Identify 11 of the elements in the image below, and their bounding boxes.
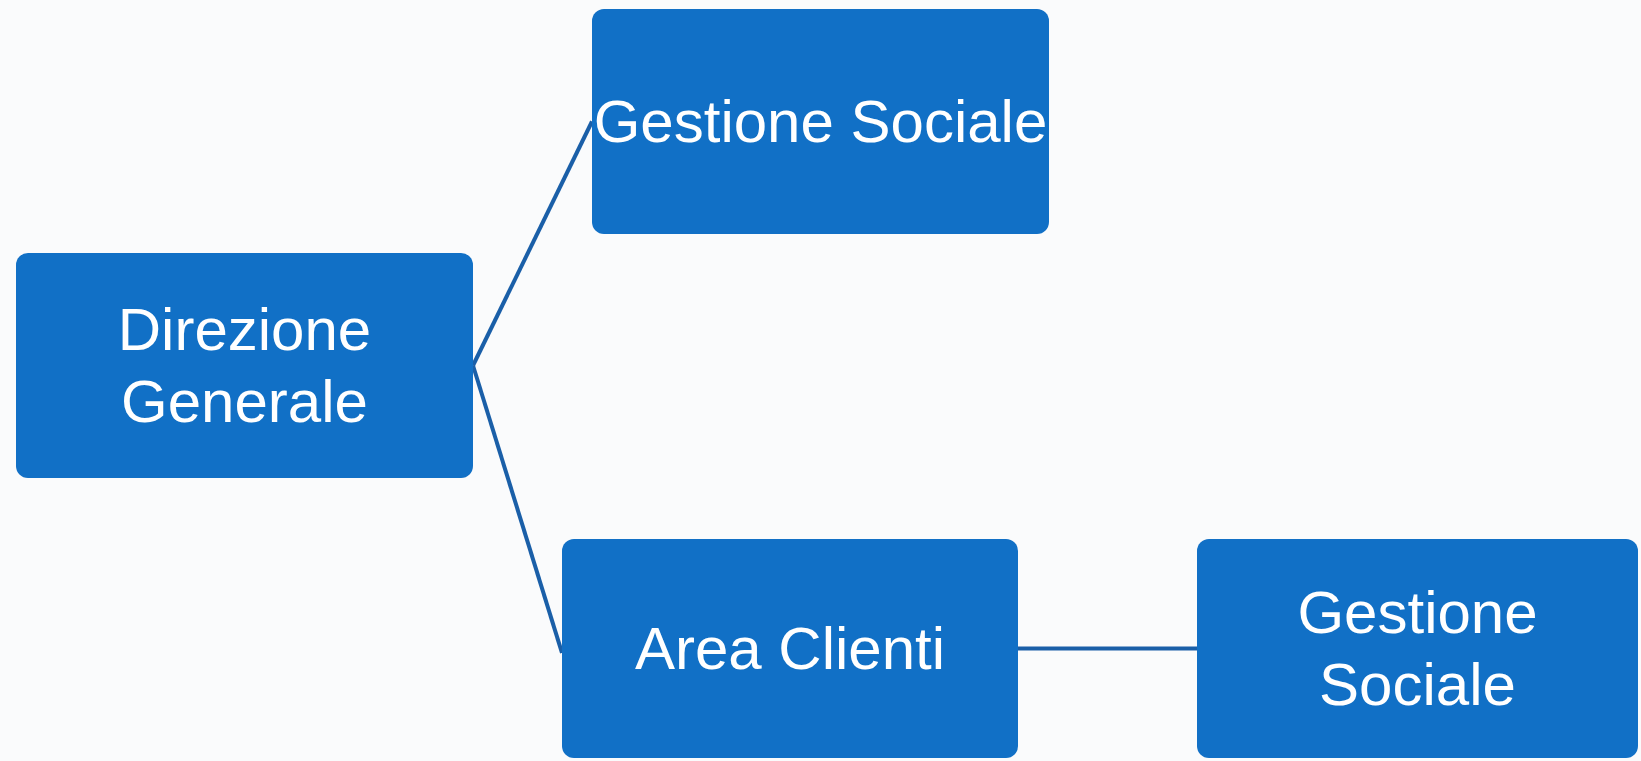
box-label: Area Clienti bbox=[634, 613, 946, 684]
org-box bbox=[592, 9, 1049, 234]
box-label: Direzione Generale bbox=[116, 294, 373, 437]
connector-line bbox=[471, 120, 594, 367]
org-box bbox=[16, 253, 473, 478]
box-label: Gestione Sociale bbox=[1296, 577, 1539, 720]
connector-line bbox=[1018, 646, 1197, 651]
org-box bbox=[562, 539, 1018, 758]
org-box bbox=[1197, 539, 1638, 758]
box-label: Gestione Sociale bbox=[593, 86, 1048, 157]
connector-line bbox=[471, 364, 564, 654]
